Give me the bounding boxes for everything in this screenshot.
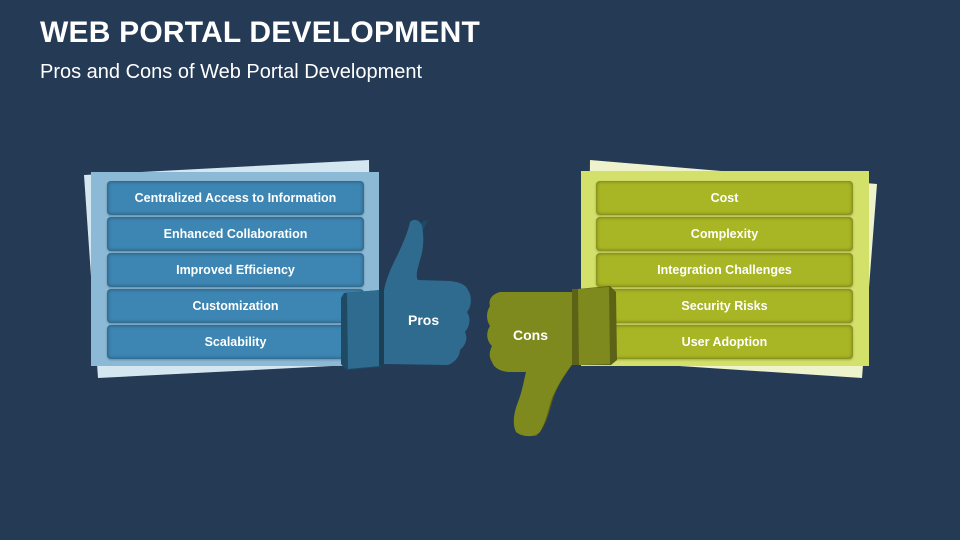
page-title: WEB PORTAL DEVELOPMENT <box>40 16 480 49</box>
pros-list: Centralized Access to Information Enhanc… <box>107 181 364 359</box>
cons-item: Integration Challenges <box>596 253 853 287</box>
cons-item: User Adoption <box>596 325 853 359</box>
cons-label: Cons <box>513 327 548 343</box>
pros-label: Pros <box>408 312 440 328</box>
pros-item: Scalability <box>107 325 364 359</box>
cons-item: Cost <box>596 181 853 215</box>
pros-item: Improved Efficiency <box>107 253 364 287</box>
cons-list: Cost Complexity Integration Challenges S… <box>596 181 853 359</box>
pros-item: Customization <box>107 289 364 323</box>
cons-item: Security Risks <box>596 289 853 323</box>
pros-item: Enhanced Collaboration <box>107 217 364 251</box>
cons-item: Complexity <box>596 217 853 251</box>
page-subtitle: Pros and Cons of Web Portal Development <box>40 61 423 83</box>
pros-item: Centralized Access to Information <box>107 181 364 215</box>
